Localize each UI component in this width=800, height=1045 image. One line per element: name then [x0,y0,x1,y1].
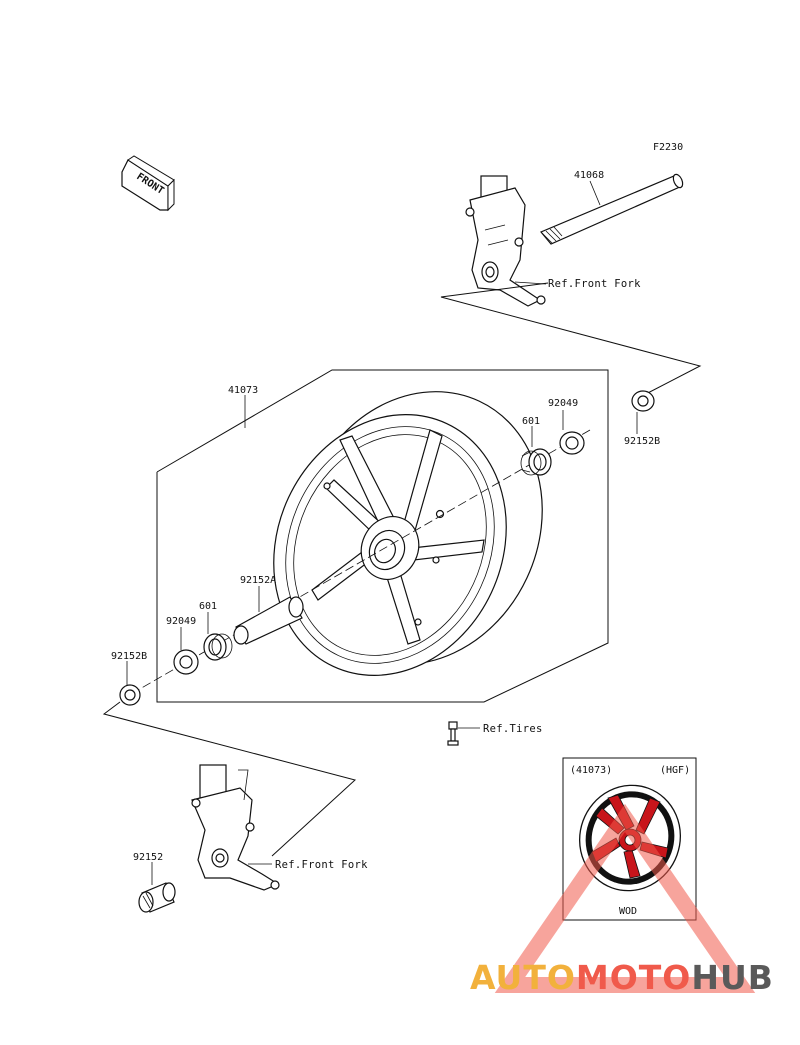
collar-upper-92152B [631,390,655,412]
valve-icon [447,721,459,746]
bearing-upper-601 [520,448,552,476]
brand-part-moto: MOTO [575,958,692,997]
front-arrow-icon: FRONT [121,155,175,212]
label-seal-lower: 92049 [166,616,196,627]
ref-tires: Ref.Tires [483,723,543,735]
diagram-code: F2230 [653,142,683,153]
bearing-lower-601 [203,633,233,661]
inset-color-code: WOD [619,906,637,917]
label-axle: 41068 [574,170,604,181]
label-collar-upper: 92152B [624,436,660,447]
watermark-logo-icon [494,803,756,993]
lower-fork-leg [191,764,280,891]
ref-front-fork-lower: Ref.Front Fork [275,859,368,871]
label-seal-upper: 92049 [548,398,578,409]
watermark-brand: AUTOMOTOHUB [470,958,800,1008]
inset-part-label: (41073) [570,765,612,776]
inset-variant-label: (HGF) [660,765,690,776]
collar-lower-92152B [119,684,141,706]
label-collar-lower: 92152B [111,651,147,662]
spacer-92152A [233,596,304,645]
label-bearing-upper: 601 [522,416,540,427]
label-bearing-lower: 601 [199,601,217,612]
brand-part-hub: HUB [691,958,774,997]
seal-lower-92049 [173,649,199,675]
seal-upper-92049 [559,431,585,455]
inset-variant-box: (41073) (HGF) WOD [562,757,697,921]
ref-front-fork-upper: Ref.Front Fork [548,278,641,290]
wheel-assy-frame [156,369,609,703]
fork-collar-92152 [138,882,176,913]
axle-41068 [540,173,684,245]
label-wheel-assy: 41073 [228,385,258,396]
upper-fork-leg [465,175,546,307]
label-fork-collar: 92152 [133,852,163,863]
brand-part-auto: AUTO [470,958,576,997]
front-wheel [273,391,543,676]
label-spacer: 92152A [240,575,276,586]
